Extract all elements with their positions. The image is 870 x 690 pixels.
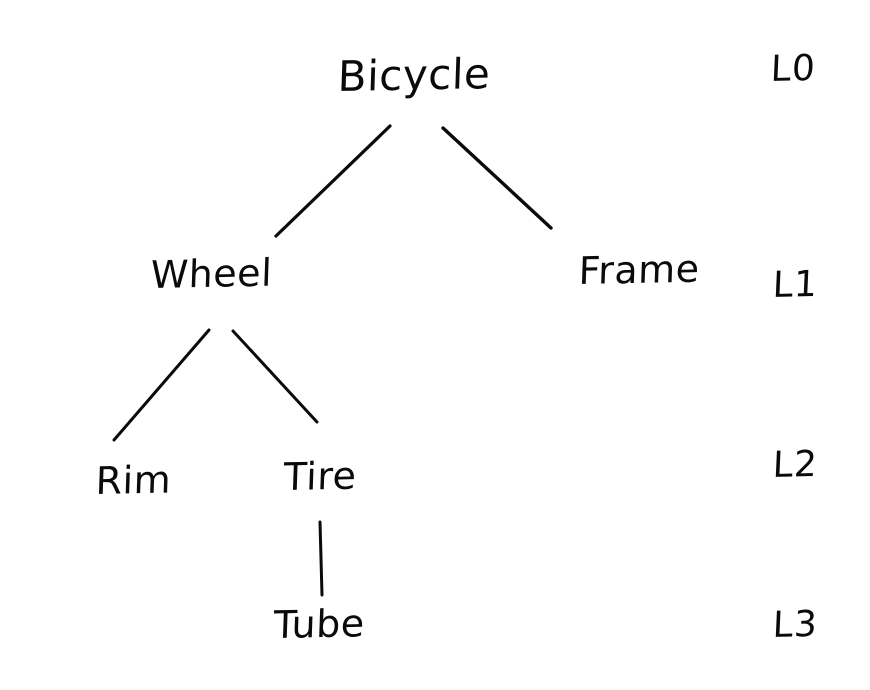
node-frame: Frame — [577, 246, 701, 293]
edge-wheel-tire — [231, 329, 319, 424]
level-label-l0: L0 — [769, 47, 817, 90]
level-label-l2: L2 — [771, 443, 819, 486]
node-bicycle: Bicycle — [336, 49, 492, 101]
level-label-l1: L1 — [771, 263, 819, 306]
edge-wheel-rim — [112, 328, 211, 442]
node-tube: Tube — [272, 601, 366, 647]
node-rim: Rim — [94, 457, 172, 503]
node-tire: Tire — [282, 453, 358, 499]
level-label-l3: L3 — [771, 603, 819, 646]
edge-bicycle-wheel — [274, 124, 392, 238]
edge-tire-tube — [318, 520, 324, 597]
edge-bicycle-frame — [441, 126, 553, 230]
node-wheel: Wheel — [149, 250, 273, 297]
